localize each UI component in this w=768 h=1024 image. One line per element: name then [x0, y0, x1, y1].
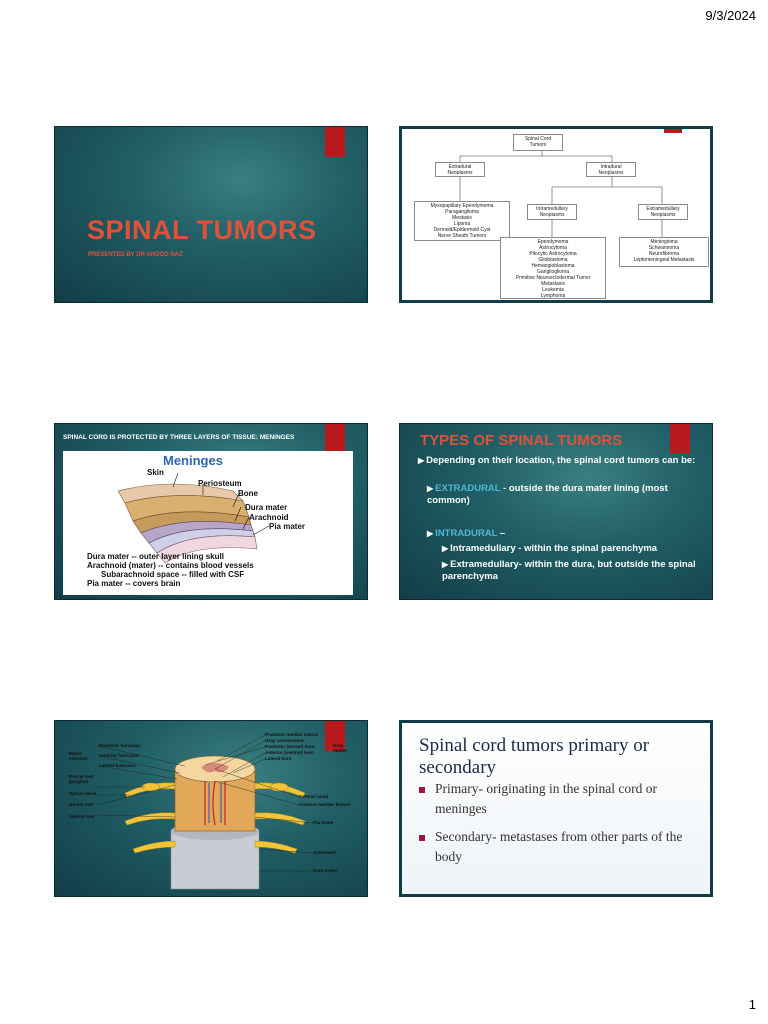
- intradural-term: INTRADURAL: [435, 528, 498, 539]
- square-bullet-icon: [419, 834, 425, 841]
- label-gray-commissure: Gray commissure: [265, 738, 304, 743]
- intramedullary-text: Intramedullary - within the spinal paren…: [450, 543, 658, 554]
- label-dorsal-root-ganglion: Dorsal root ganglion: [69, 774, 94, 784]
- label-pia-mater: Pia mater: [269, 522, 306, 531]
- arrow-bullet-icon: ▶: [418, 456, 425, 465]
- node-spinal-cord-tumors: Spinal Cord Tumors: [513, 134, 563, 151]
- extradural-text: - outside the dura mater lining (most co…: [427, 483, 668, 506]
- bullet-extradural: ▶EXTRADURAL - outside the dura mater lin…: [427, 483, 695, 507]
- accent-tab: [325, 721, 345, 751]
- node-intramedullary: Intramedullary Neoplasms: [527, 204, 577, 220]
- page-number: 1: [748, 997, 756, 1012]
- meninges-layers-illustration: [117, 472, 270, 564]
- label-bone: Bone: [238, 489, 258, 498]
- node-intradural: Intradural Neoplasms: [586, 162, 636, 177]
- label-central-canal: Central canal: [299, 794, 328, 799]
- accent-tab: [670, 424, 690, 454]
- page-date: 9/3/2024: [705, 8, 756, 23]
- desc-arachnoid: Arachnoid (mater) -- contains blood vess…: [87, 561, 254, 570]
- chart-connectors: [459, 151, 663, 237]
- slide-title: SPINAL TUMORS PRESENTED BY DR ANOOD NAZ: [54, 126, 368, 303]
- bullet-primary: Primary- originating in the spinal cord …: [419, 779, 705, 819]
- spinal-cord-illustration: [96, 734, 314, 890]
- label-posterior-funiculus: Posterior funiculus: [99, 743, 141, 748]
- arrow-bullet-icon: ▶: [442, 560, 449, 569]
- label-dorsal-root: Dorsal root: [69, 802, 94, 807]
- node-extradural-list: Myxopapillary Ependymoma Paraganglioma M…: [414, 201, 510, 241]
- slide-header: SPINAL CORD IS PROTECTED BY THREE LAYERS…: [63, 434, 295, 441]
- bullet-secondary: Secondary- metastases from other parts o…: [419, 827, 705, 867]
- desc-dura: Dura mater -- outer layer lining skull: [87, 552, 224, 561]
- bullet-intro: ▶Depending on their location, the spinal…: [418, 455, 698, 467]
- label-ventral-root: Ventral root: [69, 814, 95, 819]
- node-intramedullary-list: Ependymoma Astrocytoma Pilocytic Astrocy…: [500, 237, 606, 299]
- label-periosteum: Periosteum: [198, 479, 242, 488]
- slide-primary-secondary: Spinal cord tumors primary or secondary …: [399, 720, 713, 897]
- secondary-text: Secondary- metastases from other parts o…: [435, 829, 683, 864]
- node-extramedullary-list: Meningioma Schwannoma Neurofibroma Lepto…: [619, 237, 709, 267]
- desc-pia: Pia mater -- covers brain: [87, 579, 181, 588]
- extramedullary-text: Extramedullary- within the dura, but out…: [442, 559, 696, 582]
- accent-tab: [325, 424, 345, 454]
- label-dura-mater: Dura mater: [245, 503, 288, 512]
- arrow-bullet-icon: ▶: [442, 544, 449, 553]
- node-extradural: Extradural Neoplasms: [435, 162, 485, 177]
- intradural-dash: –: [497, 528, 506, 539]
- slide-spinal-cord-anatomy: Posterior funiculus White columns Anteri…: [54, 720, 368, 897]
- label-lateral-funiculus: Lateral funiculus: [99, 763, 136, 768]
- extradural-term: EXTRADURAL: [435, 483, 501, 494]
- label-lateral-horn: Lateral horn: [265, 756, 292, 761]
- label-gray-matter: Gray matter: [333, 743, 348, 753]
- meninges-diagram: Meninges Skin Periosteum Bone Dura mater…: [63, 451, 353, 595]
- label-anterior-horn: Anterior (ventral) horn: [265, 750, 314, 755]
- slide-title-text: TYPES OF SPINAL TUMORS: [420, 432, 623, 449]
- label-dura-mater: Dura mater: [313, 868, 338, 873]
- bullet-intradural: ▶INTRADURAL –: [427, 528, 505, 540]
- bullet-intramedullary: ▶Intramedullary - within the spinal pare…: [442, 543, 704, 555]
- accent-tab: [664, 129, 682, 133]
- slide-title-text: Spinal cord tumors primary or secondary: [419, 735, 650, 778]
- intro-text: Depending on their location, the spinal …: [426, 455, 696, 466]
- label-skin: Skin: [147, 468, 164, 477]
- label-pia-mater: Pia mater: [313, 820, 334, 825]
- diagram-title: Meninges: [163, 453, 223, 468]
- label-arachnoid: Arachnoid: [249, 513, 289, 522]
- label-arachnoid: Arachnoid: [313, 850, 336, 855]
- node-extramedullary: Extramedullary Neoplasms: [638, 204, 688, 220]
- label-white-columns: White columns: [69, 751, 88, 761]
- slide-classification-chart: Spinal Cord Tumors Extradural Neoplasms …: [399, 126, 713, 303]
- desc-subarachnoid: Subarachnoid space -- filled with CSF: [101, 570, 245, 579]
- slide-meninges: SPINAL CORD IS PROTECTED BY THREE LAYERS…: [54, 423, 368, 600]
- label-anterior-median-fissure: Anterior median fissure: [299, 802, 351, 807]
- square-bullet-icon: [419, 786, 425, 793]
- arrow-bullet-icon: ▶: [427, 529, 434, 538]
- label-posterior-median-sulcus: Posterior median sulcus: [265, 732, 319, 737]
- bullet-extramedullary: ▶Extramedullary- within the dura, but ou…: [442, 559, 704, 583]
- primary-text: Primary- originating in the spinal cord …: [435, 781, 657, 816]
- label-anterior-funiculus: Anterior funiculus: [99, 753, 139, 758]
- arrow-bullet-icon: ▶: [427, 484, 434, 493]
- label-spinal-nerve: Spinal nerve: [69, 791, 97, 796]
- slide-subtitle: PRESENTED BY DR ANOOD NAZ: [88, 252, 183, 258]
- slide-title-text: SPINAL TUMORS: [87, 215, 317, 245]
- slide-types: TYPES OF SPINAL TUMORS ▶Depending on the…: [399, 423, 713, 600]
- accent-tab: [325, 127, 345, 157]
- label-posterior-horn: Posterior (dorsal) horn: [265, 744, 315, 749]
